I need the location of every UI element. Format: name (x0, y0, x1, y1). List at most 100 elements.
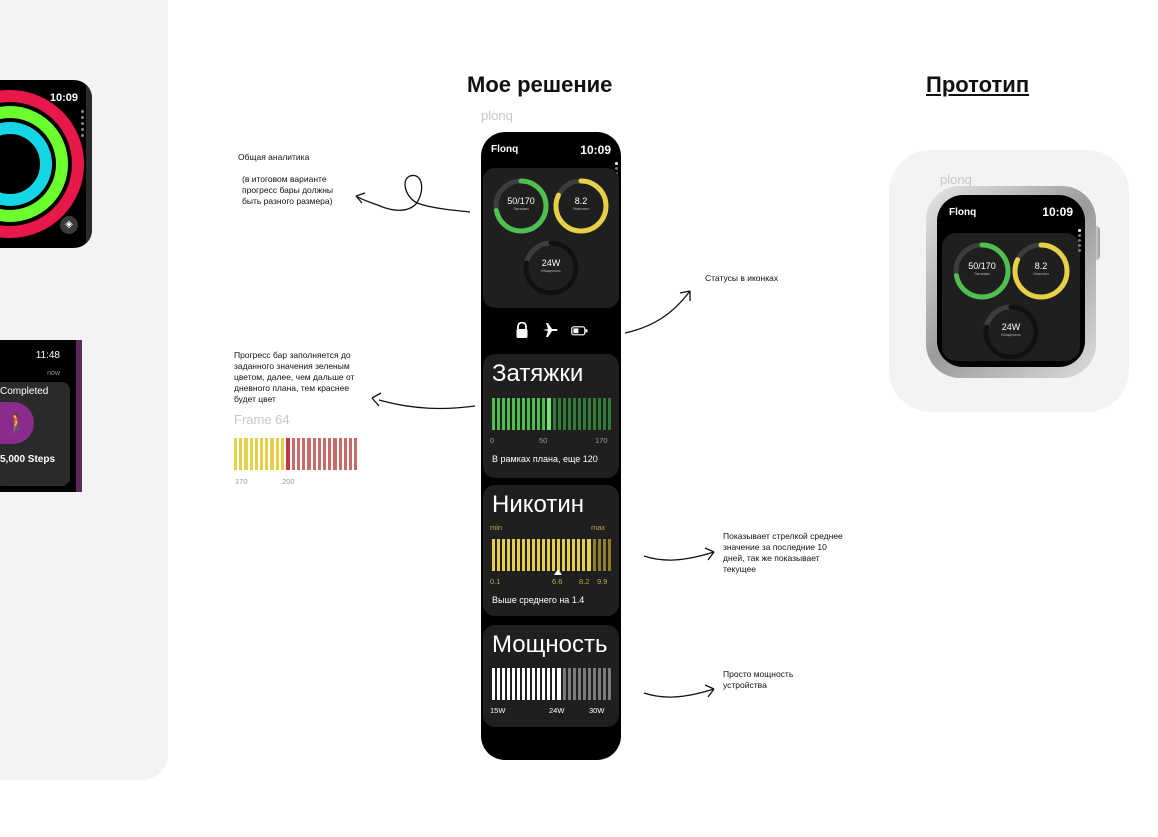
power-bar-segment (507, 668, 510, 700)
nicotine-tick-1: 6.6 (552, 577, 563, 586)
nicotine-bar-segment (603, 539, 606, 571)
frame64-bar-segment (307, 438, 311, 470)
power-bar-segment (557, 668, 561, 700)
power-bar-segment (512, 668, 515, 700)
nicotine-bar-segment (542, 539, 545, 571)
prototype-puffs-label: 50/170 Затяжки (954, 261, 1010, 276)
nicotine-bar-segment (517, 539, 520, 571)
frame64-bar-segment (244, 438, 248, 470)
nicotine-bar-segment (532, 539, 535, 571)
nicotine-caption: Выше среднего на 1.4 (492, 595, 585, 605)
nicotine-bar-segment (582, 539, 585, 571)
analytics-card[interactable]: 50/170 Затяжки 8.2 Никотин 24W Мощность (483, 168, 619, 308)
frame64-bar-segment (317, 438, 321, 470)
nicotine-ring-label: 8.2 Никотин (553, 196, 609, 211)
nicotine-bar-segment (497, 539, 500, 571)
puffs-tick-2: 170 (595, 436, 608, 445)
prototype-nicotine-caption: Никотин (1033, 271, 1049, 276)
power-tick-0: 15W (490, 706, 506, 715)
frame64-bar-segment (254, 438, 258, 470)
frame64-bar-segment (333, 438, 337, 470)
puffs-tick-1: 50 (539, 436, 548, 445)
nicotine-bar-segment (587, 539, 591, 571)
puffs-ring-label: 50/170 Затяжки (493, 196, 549, 211)
puffs-bar-segment (542, 398, 545, 430)
puffs-bar-segment (537, 398, 540, 430)
nicotine-tick-3: 9.9 (597, 577, 608, 586)
reference-time-2: 11:48 (35, 350, 60, 361)
squiggle-arrow-icon (355, 174, 471, 213)
prototype-watch-screen[interactable]: Flonq 10:09 50/170 Затяжки 8.2 Никотин 2… (937, 195, 1085, 367)
nicotine-bar-segment (567, 539, 570, 571)
reference-activity-watch: 10:09 ◈ (0, 80, 92, 248)
page-dots (81, 110, 84, 140)
power-card[interactable]: Мощность 15W 24W 30W (483, 625, 619, 727)
analytics-note-body: (в итоговом варианте прогресс бары должн… (242, 174, 334, 206)
puffs-bar-segment (492, 398, 495, 430)
average-arrow-icon (643, 547, 715, 561)
nicotine-bar-segment (552, 539, 555, 571)
frame64-bar-segment (323, 438, 327, 470)
power-bar-segment (492, 668, 495, 700)
power-bar-segment (527, 668, 530, 700)
frame64-bar-segment (312, 438, 316, 470)
frame64-bar-segment (239, 438, 243, 470)
notification-edge (76, 340, 82, 492)
puffs-bar-segment (603, 398, 606, 430)
notification-time: now (47, 370, 60, 377)
frame64-tick-start: 170 (235, 477, 248, 486)
frame64-bar-segment (302, 438, 306, 470)
power-ring-label: 24W Мощность (523, 258, 579, 273)
frame64-bar-segment (354, 438, 358, 470)
puffs-bar-segment (547, 398, 551, 430)
puffs-card[interactable]: Затяжки 0 50 170 В рамках плана, еще 120 (483, 354, 619, 478)
solution-heading: Мое решение (467, 72, 613, 97)
prototype-brand: Flonq (949, 207, 977, 218)
prototype-power-label: 24W Мощность (983, 322, 1039, 337)
puffs-bar-segment (507, 398, 510, 430)
prototype-puffs-caption: Затяжки (974, 271, 990, 276)
puffs-bar-segment (522, 398, 525, 430)
plonq-label: plonq (481, 108, 513, 123)
lock-icon (516, 322, 528, 338)
power-bar-segment (552, 668, 555, 700)
power-bar-segment (588, 668, 591, 700)
frame64-bar-segment (348, 438, 353, 470)
power-tick-1: 24W (549, 706, 565, 715)
prototype-time: 10:09 (1042, 205, 1073, 219)
reference-steps-watch: 11:48 now Completed 🚶 5,000 Steps (0, 340, 82, 492)
power-bar-segment (578, 668, 581, 700)
puffs-caption: В рамках плана, еще 120 (492, 454, 598, 464)
nicotine-bar-segment (512, 539, 515, 571)
power-title: Мощность (492, 631, 608, 658)
power-bar-segment (547, 668, 550, 700)
reference-time: 10:09 (49, 92, 78, 104)
frame64-bar-segment (280, 438, 284, 470)
walking-icon: 🚶 (0, 402, 34, 444)
nicotine-card[interactable]: Никотин min max 0.1 6.6 8.2 9.9 Выше сре… (483, 485, 619, 616)
prototype-analytics-card[interactable]: 50/170 Затяжки 8.2 Никотин 24W Мощность (942, 233, 1080, 361)
airplane-icon (543, 323, 558, 337)
nicotine-bar-segment (502, 539, 505, 571)
power-progress-bar (492, 668, 611, 700)
nicotine-bar-segment (557, 539, 560, 571)
puffs-tick-0: 0 (490, 436, 495, 445)
frame64-progress-bar (234, 438, 358, 470)
power-bar-segment (598, 668, 601, 700)
puffs-bar-segment (497, 398, 500, 430)
puffs-bar-segment (512, 398, 515, 430)
frame64-bar-segment (338, 438, 342, 470)
nicotine-bar-segment (537, 539, 540, 571)
progress-arrow-icon (371, 392, 476, 410)
analytics-rings (493, 178, 609, 296)
prototype-puffs-value: 50/170 (968, 261, 996, 271)
puffs-bar-segment (573, 398, 576, 430)
power-bar-segment (563, 668, 566, 700)
prototype-nicotine-value: 8.2 (1034, 261, 1048, 271)
stack-icon: ◈ (60, 216, 78, 234)
prototype-scroll-indicator (1078, 229, 1081, 252)
nicotine-bar-segment (598, 539, 601, 571)
progress-note: Прогресс бар заполняется до заданного зн… (234, 350, 355, 404)
power-bar-segment (593, 668, 596, 700)
power-bar-segment (568, 668, 571, 700)
